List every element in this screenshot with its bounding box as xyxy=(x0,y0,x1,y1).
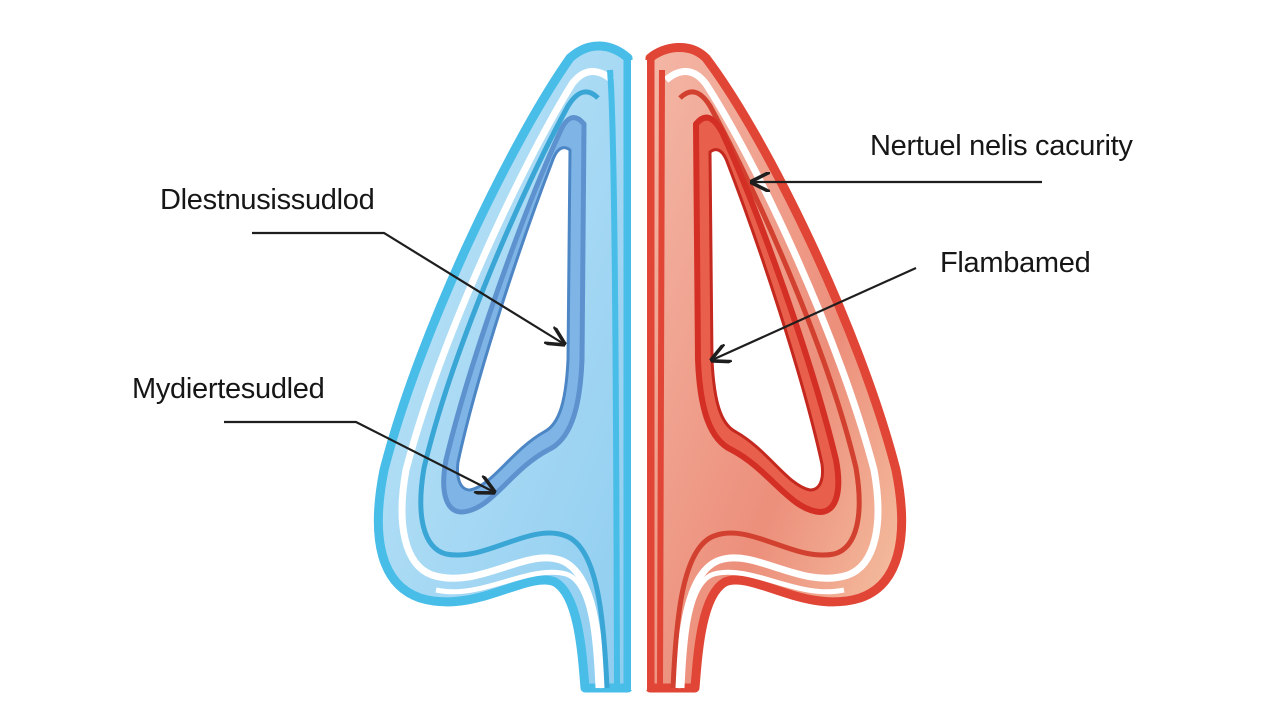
label-mid-right: Flambamed xyxy=(940,247,1091,279)
right-mucosa-band xyxy=(663,68,882,689)
arrows xyxy=(224,182,1042,492)
left-nasal-half xyxy=(373,41,633,693)
left-mucosa-band xyxy=(398,68,615,689)
right-air-space xyxy=(708,148,824,492)
left-mid-wall xyxy=(418,89,610,689)
arrow-mid-right xyxy=(712,266,917,360)
septum-gap xyxy=(631,60,647,690)
arrow-top-left xyxy=(252,231,564,344)
label-mid-left: Mydiertesudled xyxy=(132,373,325,405)
right-nasal-half xyxy=(645,42,907,693)
label-top-left: Dlestnusissudlod xyxy=(160,184,375,216)
arrow-mid-left xyxy=(224,420,494,492)
label-top-right: Nertuel nelis cacurity xyxy=(870,130,1133,162)
